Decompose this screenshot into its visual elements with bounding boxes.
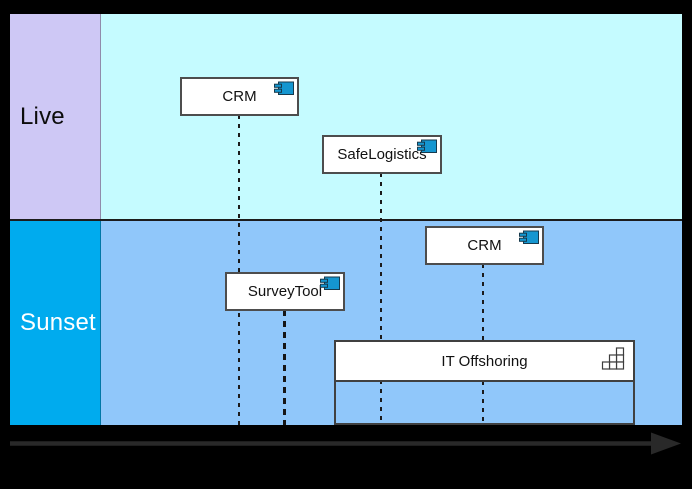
component-icon (320, 276, 341, 295)
component-it-offshoring[interactable]: IT Offshoring (334, 340, 635, 425)
lane-sunset: Sunset (10, 221, 682, 425)
component-it-offshoring-titlebar: IT Offshoring (336, 342, 633, 382)
lane-live: Live (10, 14, 682, 219)
component-surveytool-label: SurveyTool (247, 283, 323, 300)
component-icon (274, 81, 295, 100)
lifeline-safelogistics (380, 173, 382, 425)
component-crm-live[interactable]: CRM (180, 77, 299, 116)
component-icon (417, 139, 438, 158)
lane-label-sunset: Sunset (10, 221, 101, 425)
component-safelogistics-label: SafeLogistics (337, 146, 427, 163)
component-crm-live-label: CRM (222, 88, 257, 105)
lane-divider (10, 219, 682, 221)
lane-live-title: Live (20, 102, 65, 130)
lane-sunset-title: Sunset (20, 309, 96, 336)
lane-label-live: Live (10, 14, 101, 219)
component-icon (519, 230, 540, 249)
component-crm-sunset-label: CRM (467, 237, 502, 254)
lifeline-surveytool (283, 310, 286, 425)
stairs-grid-icon (600, 347, 625, 375)
lane-body-sunset (101, 221, 682, 425)
lifeline-crm-live (238, 115, 240, 425)
component-safelogistics[interactable]: SafeLogistics (322, 135, 442, 174)
component-surveytool[interactable]: SurveyTool (225, 272, 345, 311)
component-crm-sunset[interactable]: CRM (425, 226, 544, 265)
component-it-offshoring-label: IT Offshoring (441, 352, 528, 370)
lane-body-live (101, 14, 682, 219)
timeline-arrow (0, 425, 692, 489)
